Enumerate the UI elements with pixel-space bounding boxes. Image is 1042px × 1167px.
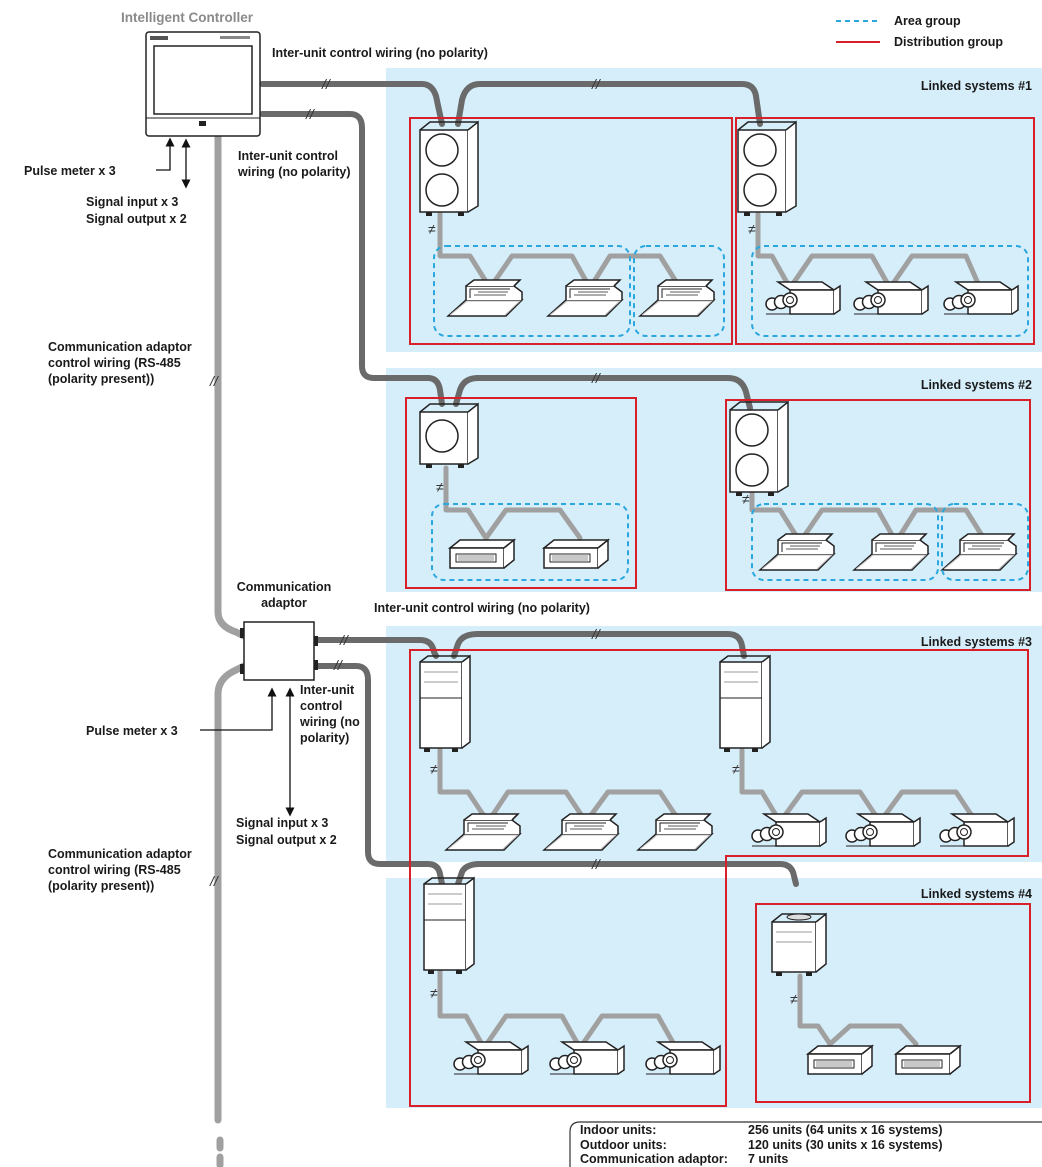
- summary-key-outdoor: Outdoor units:: [580, 1138, 667, 1152]
- svg-text://: //: [339, 632, 350, 648]
- summary-key-adaptor: Communication adaptor:: [580, 1152, 728, 1166]
- svg-text:≠: ≠: [790, 991, 798, 1007]
- svg-text://: //: [591, 626, 602, 642]
- outdoor-unit: [419, 403, 479, 469]
- system-title-3: Linked systems #3: [921, 635, 1032, 649]
- summary-value-outdoor: 120 units (30 units x 16 systems): [748, 1138, 943, 1152]
- comm-wiring-label-a2: control wiring (RS-485: [48, 356, 181, 370]
- svg-text:≠: ≠: [748, 221, 756, 237]
- signal-input-label-2: Signal input x 3: [236, 816, 328, 830]
- legend-distribution-label: Distribution group: [894, 35, 1003, 49]
- svg-text:≠: ≠: [428, 221, 436, 237]
- comm-wiring-label-b2: control wiring (RS-485: [48, 863, 181, 877]
- svg-text://: //: [321, 76, 332, 92]
- inter-unit-wiring-label-b2: control: [300, 699, 342, 713]
- inter-unit-wiring-label-a2: wiring (no polarity): [237, 165, 351, 179]
- outdoor-unit: [419, 121, 479, 217]
- system-title-4: Linked systems #4: [921, 887, 1032, 901]
- summary-value-indoor: 256 units (64 units x 16 systems): [748, 1123, 943, 1137]
- signal-input-label-1: Signal input x 3: [86, 195, 178, 209]
- indoor-slim-duct-unit: [543, 539, 609, 569]
- area-groups: [431, 245, 1029, 581]
- indoor-slim-duct-unit: [807, 1045, 873, 1075]
- inter-unit-wiring-label-top: Inter-unit control wiring (no polarity): [272, 46, 488, 60]
- controller-title: Intelligent Controller: [121, 10, 254, 25]
- comm-wiring-label-b1: Communication adaptor: [48, 847, 192, 861]
- signal-output-label-2: Signal output x 2: [236, 833, 337, 847]
- outdoor-unit: [729, 401, 789, 497]
- svg-text://: //: [333, 657, 344, 673]
- inter-unit-wiring-label-b3: wiring (no: [299, 715, 360, 729]
- signal-output-label-1: Signal output x 2: [86, 212, 187, 226]
- wiring: [214, 81, 989, 1167]
- svg-text://: //: [209, 873, 220, 889]
- comm-wiring-label-a3: (polarity present)): [48, 372, 154, 386]
- legend-area-label: Area group: [894, 14, 961, 28]
- system-title-1: Linked systems #1: [921, 79, 1032, 93]
- outdoor-unit: [737, 121, 797, 217]
- svg-text:≠: ≠: [430, 761, 438, 777]
- inter-unit-wiring-label-mid: Inter-unit control wiring (no polarity): [374, 601, 590, 615]
- communication-adaptor: [200, 621, 318, 817]
- pulse-meter-label-1: Pulse meter x 3: [24, 164, 116, 178]
- indoor-slim-duct-unit: [449, 539, 515, 569]
- svg-text://: //: [591, 856, 602, 872]
- wire-break-marks: // // // // // // // // // // ≠ ≠ ≠ ≠ ≠ …: [209, 76, 798, 1007]
- svg-text://: //: [591, 76, 602, 92]
- legend: Area group Distribution group: [836, 14, 1003, 49]
- svg-text:≠: ≠: [732, 761, 740, 777]
- inter-unit-wiring-label-b1: Inter-unit: [300, 683, 355, 697]
- inter-unit-wiring-label-a1: Inter-unit control: [238, 149, 338, 163]
- outdoor-unit: [423, 877, 475, 975]
- svg-text://: //: [209, 373, 220, 389]
- summary-value-adaptor: 7 units: [748, 1152, 788, 1166]
- intelligent-controller: Intelligent Controller: [121, 10, 261, 137]
- indoor-slim-duct-unit: [895, 1045, 961, 1075]
- comm-adaptor-label-1: Communication: [237, 580, 331, 594]
- inter-unit-wiring-label-b4: polarity): [300, 731, 349, 745]
- svg-text:≠: ≠: [430, 985, 438, 1001]
- controller-io: [156, 137, 191, 189]
- comm-wiring-label-a1: Communication adaptor: [48, 340, 192, 354]
- pulse-meter-label-2: Pulse meter x 3: [86, 724, 178, 738]
- comm-adaptor-label-2: adaptor: [261, 596, 307, 610]
- distribution-groups: [405, 117, 1035, 1107]
- summary-key-indoor: Indoor units:: [580, 1123, 656, 1137]
- svg-text:≠: ≠: [436, 479, 444, 495]
- summary-box: Indoor units: 256 units (64 units x 16 s…: [569, 1121, 1042, 1167]
- svg-text://: //: [305, 106, 316, 122]
- outdoor-unit: [719, 655, 771, 753]
- svg-text:≠: ≠: [742, 491, 750, 507]
- outdoor-unit: [419, 655, 471, 753]
- system-title-2: Linked systems #2: [921, 378, 1032, 392]
- outdoor-unit: [771, 913, 827, 977]
- svg-text://: //: [591, 370, 602, 386]
- comm-wiring-label-b3: (polarity present)): [48, 879, 154, 893]
